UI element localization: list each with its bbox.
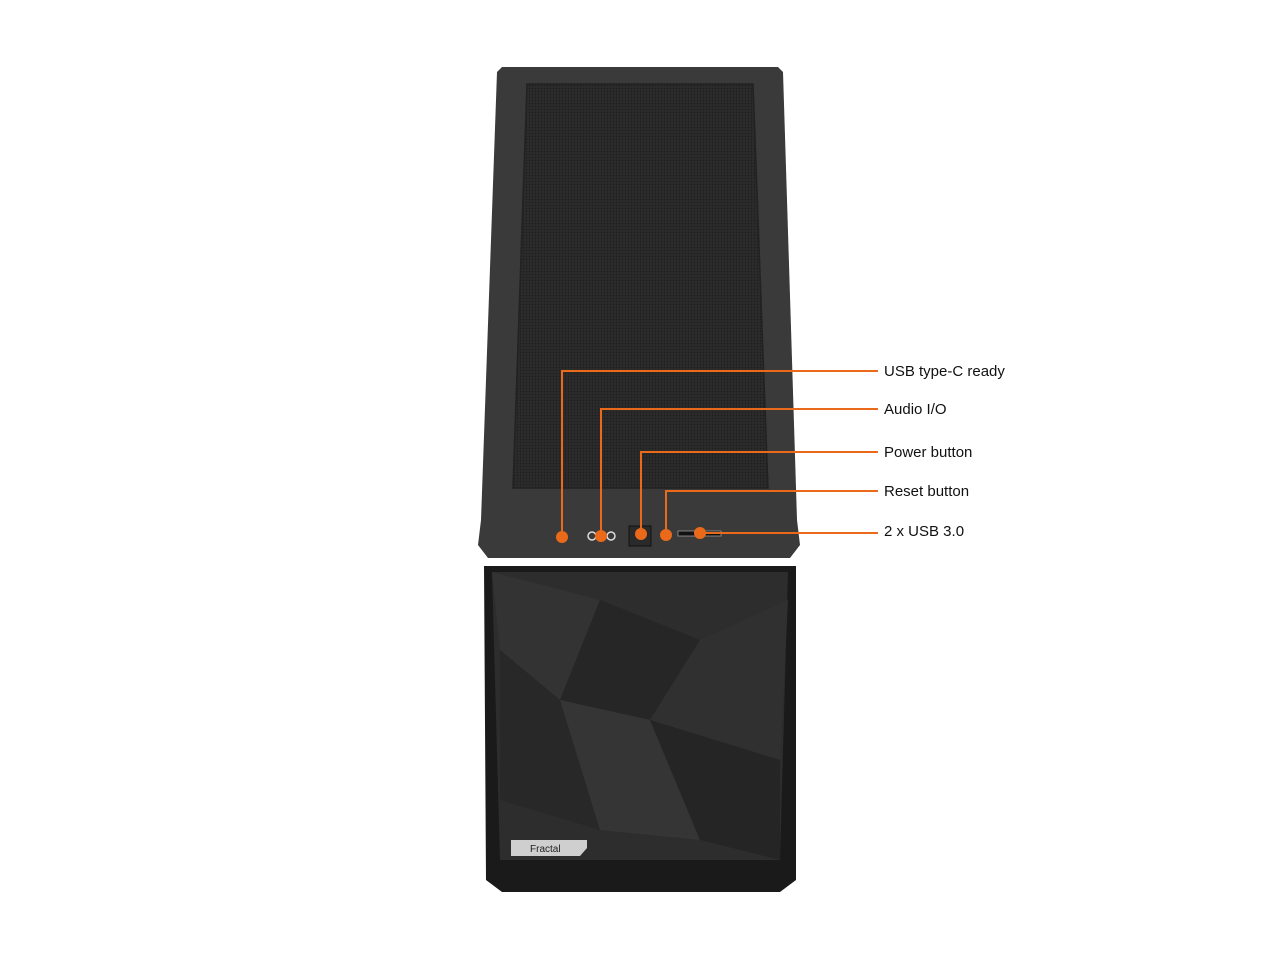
callout-label-usb-c: USB type-C ready (884, 363, 1005, 380)
front-facet (650, 600, 788, 760)
callout-dot-audio (595, 530, 607, 542)
top-mesh-panel (512, 83, 769, 489)
fractal-logo-badge (511, 840, 587, 856)
front-facet (650, 720, 780, 860)
front-facet (492, 572, 600, 700)
callout-label-usb3: 2 x USB 3.0 (884, 523, 965, 540)
front-facet (560, 700, 700, 840)
callout-label-power: Power button (884, 444, 973, 461)
callout-dot-usb-c (556, 531, 568, 543)
callout-label-audio: Audio I/O (884, 401, 947, 418)
callout-lines (561, 370, 878, 537)
fractal-logo-text: Fractal (530, 844, 561, 855)
callout-dot-usb3 (694, 527, 706, 539)
callout-dot-power (635, 528, 647, 540)
callout-dot-reset (660, 529, 672, 541)
front-facet (560, 600, 700, 720)
front-facet (500, 650, 600, 830)
usb-port (677, 530, 697, 537)
callout-label-reset: Reset button (884, 483, 970, 500)
